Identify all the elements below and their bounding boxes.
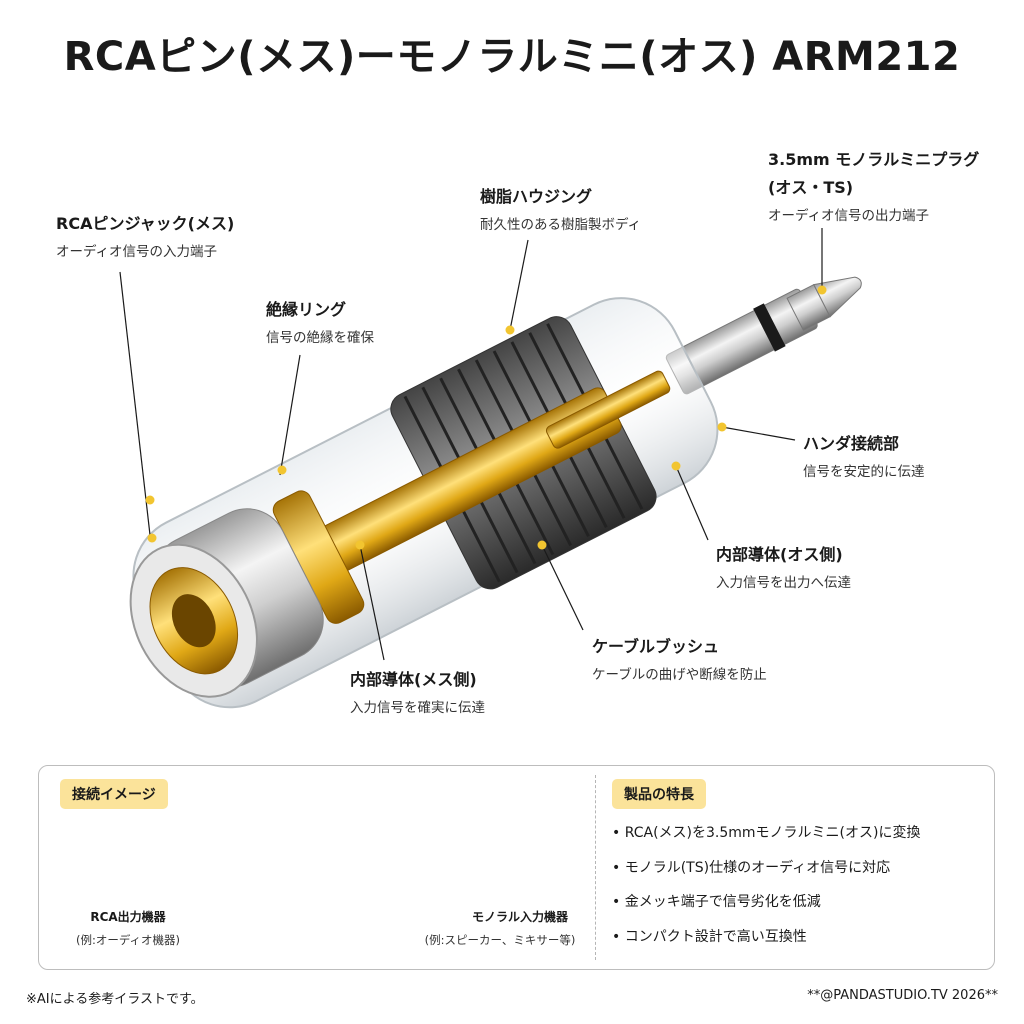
target-device-caption: モノラル入力機器 (440, 908, 600, 925)
source-device-example: (例:オーディオ機器) (58, 932, 198, 948)
label-insulation-ring: 絶縁リング 信号の絶縁を確保 (266, 296, 374, 346)
target-device-example: (例:スピーカー、ミキサー等) (410, 932, 590, 948)
feature-item: • モノラル(TS)仕様のオーディオ信号に対応 (612, 857, 982, 892)
source-device-caption: RCA出力機器 (68, 908, 188, 925)
feature-item: • RCA(メス)を3.5mmモノラルミニ(オス)に変換 (612, 822, 982, 857)
label-solder-joint: ハンダ接続部 信号を安定的に伝達 (803, 430, 925, 480)
feature-list: • RCA(メス)を3.5mmモノラルミニ(オス)に変換 • モノラル(TS)仕… (612, 822, 982, 960)
label-rca-jack: RCAピンジャック(メス) オーディオ信号の入力端子 (56, 210, 234, 260)
feature-item: • コンパクト設計で高い互換性 (612, 926, 982, 961)
label-inner-conductor-male: 内部導体(オス側) 入力信号を出力へ伝達 (716, 541, 851, 591)
label-housing: 樹脂ハウジング 耐久性のある樹脂製ボディ (480, 183, 641, 233)
panel-divider (595, 775, 596, 960)
feature-item: • 金メッキ端子で信号劣化を低減 (612, 891, 982, 926)
disclaimer-note: ※AIによる参考イラストです。 (26, 988, 204, 1007)
label-inner-conductor-female: 内部導体(メス側) 入力信号を確実に伝達 (350, 666, 485, 716)
features-badge: 製品の特長 (612, 779, 706, 809)
label-cable-bush: ケーブルブッシュ ケーブルの曲げや断線を防止 (592, 633, 767, 683)
connection-badge: 接続イメージ (60, 779, 168, 809)
credit-text: **@PANDASTUDIO.TV 2026** (807, 988, 998, 1003)
label-mini-plug: 3.5mm モノラルミニプラグ (オス・TS) オーディオ信号の出力端子 (768, 146, 979, 224)
